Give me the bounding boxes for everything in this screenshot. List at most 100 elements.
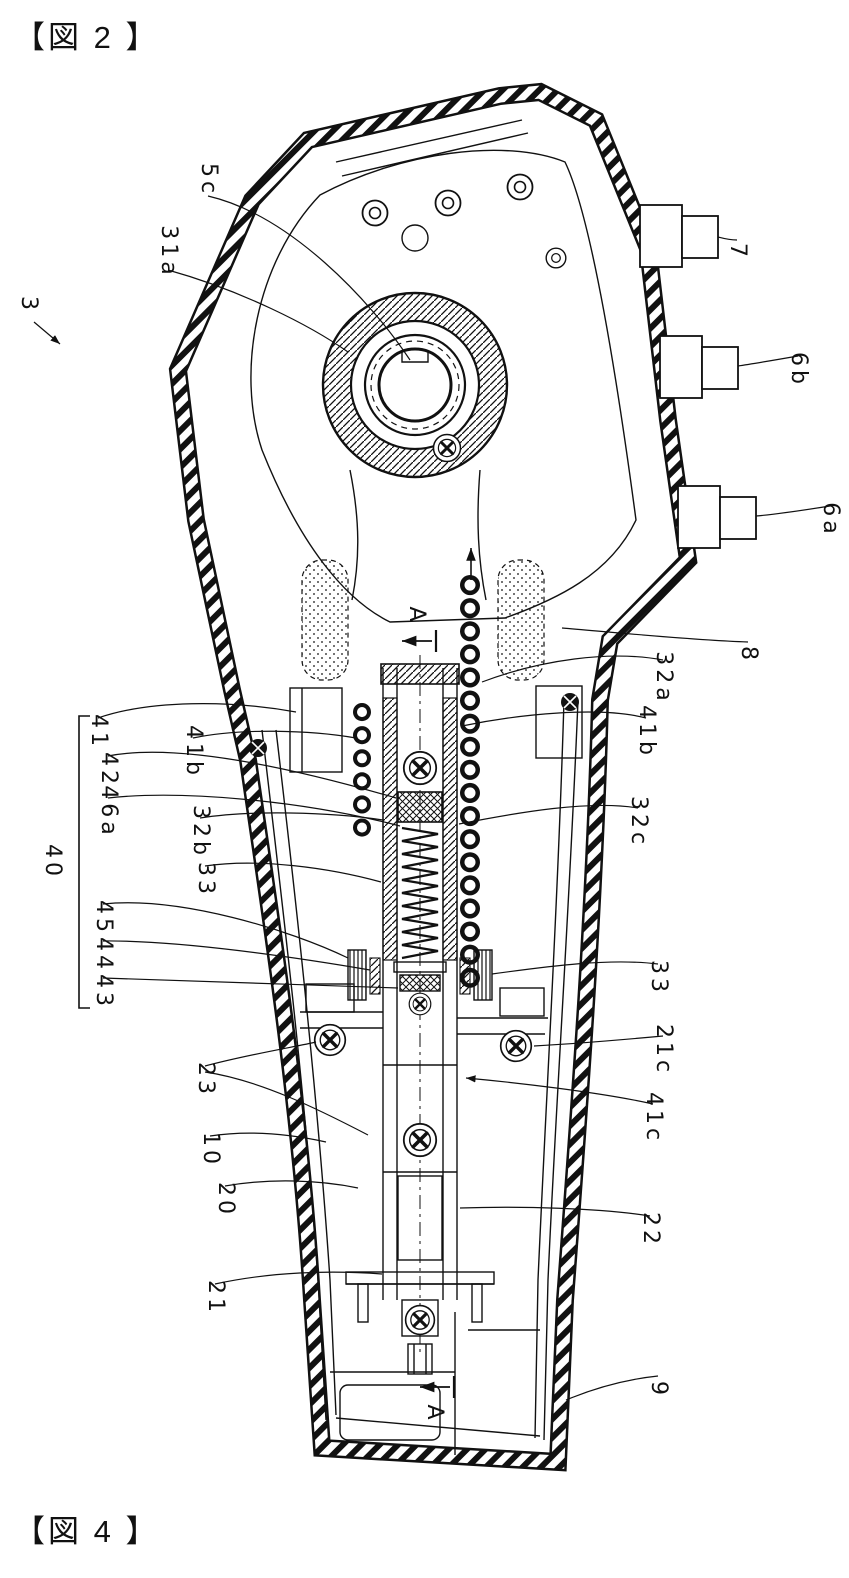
rivet-screw (361, 199, 389, 227)
bearing-screw (432, 433, 462, 463)
mount-pad-left (301, 559, 349, 681)
bottom-inner-wall (335, 1417, 541, 1437)
leader-7 (717, 236, 738, 241)
leader-9 (565, 1375, 659, 1401)
ref-label-41b-right: 41b (634, 705, 659, 759)
terminal-6b-base (659, 335, 703, 399)
leader-41b-right (461, 711, 647, 727)
ref-label-41: 41 (86, 714, 111, 750)
bracket-40 (78, 715, 90, 1009)
leader-6b (737, 355, 799, 367)
ref-label-44: 44 (91, 937, 116, 973)
spindle-assembly (313, 655, 533, 1375)
leader-10 (209, 1132, 327, 1143)
terminal-7-base (639, 204, 683, 268)
section-label-bottom: A (422, 1404, 447, 1423)
ref-label-42: 42 (96, 752, 121, 788)
spindle-wall-left (382, 697, 398, 961)
head-interior (250, 119, 637, 681)
figure-4-caption: 【図 4 】 (14, 1514, 160, 1549)
ref-label-32c: 32c (626, 796, 651, 848)
housing-band-hatch (171, 85, 695, 1469)
ref-label-23: 23 (193, 1062, 218, 1098)
ref-label-21c: 21c (651, 1024, 676, 1076)
bottom-plate (345, 1271, 495, 1285)
ref-label-32b: 32b (188, 805, 213, 859)
spindle-cap (380, 663, 460, 685)
leader-42 (107, 751, 397, 799)
section-marker-top: A (402, 606, 438, 652)
bore-dashed-circle (370, 340, 460, 430)
base-screw-right (499, 1029, 533, 1063)
leader-31a (167, 269, 349, 353)
leader-22 (459, 1206, 651, 1217)
leader-23-b (204, 1071, 369, 1136)
bottom-stub (407, 1343, 433, 1375)
ref-label-5c: 5c (196, 163, 221, 197)
leader-43 (102, 977, 399, 989)
right-inner-wall-1 (543, 699, 579, 1441)
bottom-bracket (345, 1271, 495, 1375)
chain (353, 548, 480, 1010)
spring-collar (393, 961, 447, 973)
cap-line-1 (335, 119, 523, 163)
knurled-collar-left (347, 949, 367, 1001)
leader-44 (102, 940, 371, 971)
pivot-pin-left (249, 739, 267, 757)
bottom-bolt-left (357, 1283, 369, 1323)
right-bracket-plate (535, 685, 583, 759)
ref-label-41b-left: 41b (181, 725, 206, 779)
spindle-wall-right (442, 697, 458, 961)
leader-21c (533, 1035, 664, 1047)
bearing-race (363, 333, 467, 437)
spindle-bore (377, 347, 453, 423)
lock-nut (399, 974, 441, 992)
leader-6a (755, 505, 831, 517)
bearing-assembly (321, 291, 509, 479)
right-support-block (499, 987, 545, 1017)
reference-labels: 5c 31a 3 7 6b 6a 8 32a 41 41b 42 46a 41b… (16, 163, 843, 1399)
left-inner-wall-1 (261, 729, 327, 1421)
ref-label-40: 40 (40, 844, 65, 880)
leader-41b-left (192, 730, 357, 739)
rivet-screw (434, 189, 462, 217)
tension-spring (401, 826, 439, 960)
leader-45 (102, 902, 349, 959)
cap-line-2 (341, 132, 529, 177)
bore-key-notch (401, 351, 429, 363)
ref-label-33-right: 33 (646, 960, 671, 996)
ref-label-7: 7 (725, 243, 750, 261)
ref-label-45: 45 (91, 900, 116, 936)
slider-block (397, 1175, 443, 1261)
right-inner-wall-2 (534, 699, 565, 1439)
yoke-left-edge (349, 469, 359, 601)
terminal-7-tip (681, 215, 719, 259)
leader-41 (97, 703, 297, 719)
washer-left (369, 957, 381, 995)
ref-label-43: 43 (91, 974, 116, 1010)
lock-screw (408, 992, 432, 1016)
terminal-6a-base (677, 485, 721, 549)
leader-23-a (204, 1041, 317, 1067)
knurled-collar-right (473, 949, 493, 1001)
ref-label-31a: 31a (156, 225, 181, 278)
section-markers: A A (402, 606, 456, 1424)
leader-21 (214, 1271, 383, 1285)
ref-label-33-left: 33 (193, 862, 218, 898)
ref-label-10: 10 (198, 1132, 223, 1168)
section-label-top: A (404, 606, 429, 625)
bottom-bolt-right (471, 1283, 483, 1323)
leader-8 (561, 627, 749, 643)
terminal-6a-tip (719, 496, 757, 540)
ref-label-8: 8 (736, 646, 761, 664)
ref-label-6b: 6b (786, 352, 811, 388)
leader-32b (199, 812, 384, 821)
bottom-screw-seat (401, 1299, 439, 1337)
terminal-6b-tip (701, 346, 739, 390)
cap-hole (401, 224, 429, 252)
ref-label-9: 9 (646, 1381, 671, 1399)
washer-right (459, 957, 471, 995)
body-frame (249, 685, 583, 1455)
